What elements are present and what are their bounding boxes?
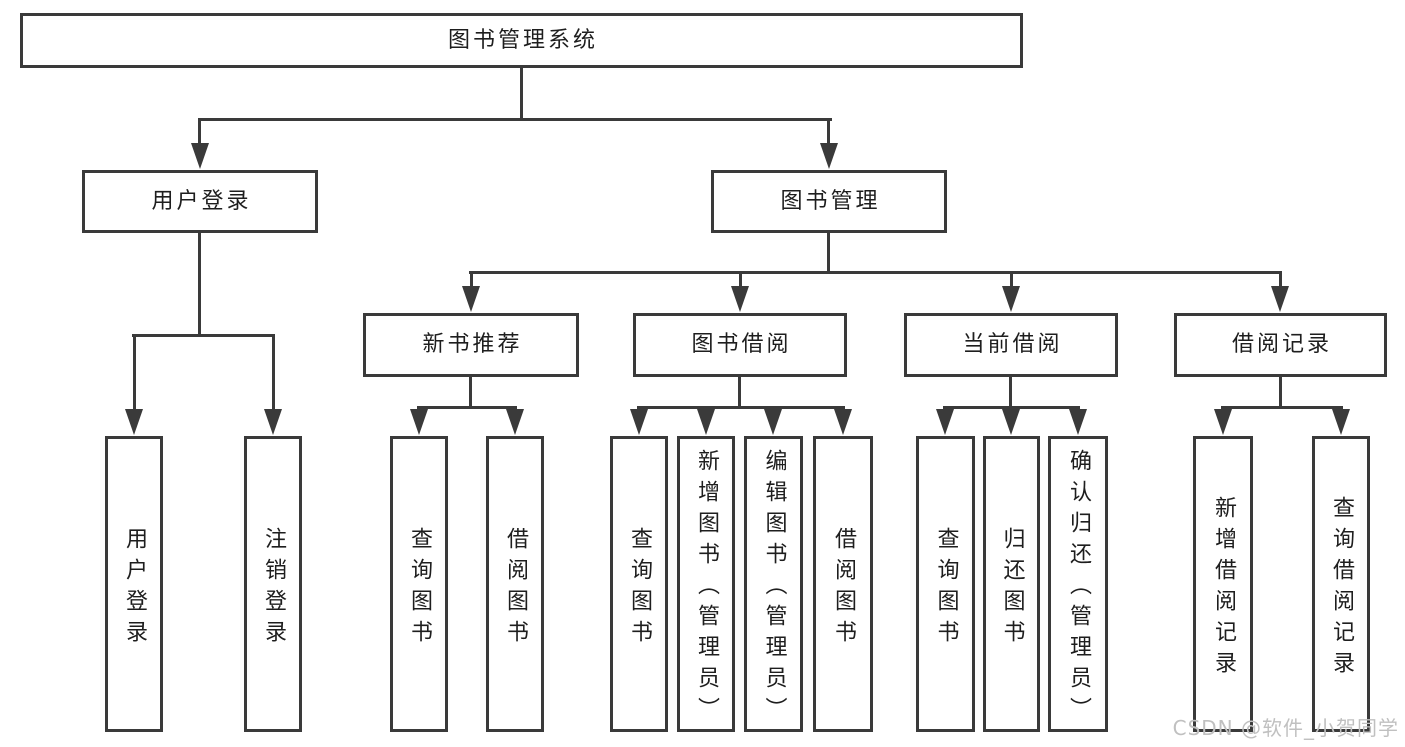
node-borrow-records: 借阅记录 (1174, 313, 1387, 377)
line (739, 271, 742, 289)
arrowhead (125, 409, 143, 435)
line (637, 406, 845, 409)
leaf-nbr-query-books: 查询图书 (390, 436, 448, 732)
leaf-bb-edit-books-admin: 编辑图书（管理员） (744, 436, 803, 732)
line (198, 118, 832, 121)
leaf-br-query-record: 查询借阅记录 (1312, 436, 1370, 732)
line (132, 334, 275, 337)
arrowhead (1214, 409, 1232, 435)
line (1279, 377, 1282, 409)
node-user-login-branch: 用户登录 (82, 170, 318, 233)
line (1009, 377, 1012, 409)
line (417, 406, 517, 409)
leaf-cb-query-books: 查询图书 (916, 436, 975, 732)
leaf-cb-confirm-return-admin: 确认归还（管理员） (1048, 436, 1108, 732)
line (827, 233, 830, 274)
arrowhead (820, 143, 838, 169)
node-library-system: 图书管理系统 (20, 13, 1023, 68)
arrowhead (1332, 409, 1350, 435)
node-book-management: 图书管理 (711, 170, 947, 233)
leaf-user-login: 用户登录 (105, 436, 163, 732)
line (133, 334, 136, 412)
arrowhead (1069, 409, 1087, 435)
arrowhead (1002, 409, 1020, 435)
line (1010, 271, 1013, 289)
line (827, 118, 830, 148)
leaf-bb-borrow-books: 借阅图书 (813, 436, 873, 732)
arrowhead (1271, 286, 1289, 312)
leaf-logout: 注销登录 (244, 436, 302, 732)
line (272, 334, 275, 412)
arrowhead (764, 409, 782, 435)
line (469, 377, 472, 409)
arrowhead (630, 409, 648, 435)
arrowhead (191, 143, 209, 169)
arrowhead (834, 409, 852, 435)
line (520, 66, 523, 121)
arrowhead (1002, 286, 1020, 312)
arrowhead (731, 286, 749, 312)
leaf-br-add-record: 新增借阅记录 (1193, 436, 1253, 732)
node-new-book-recommend: 新书推荐 (363, 313, 579, 377)
leaf-cb-return-books: 归还图书 (983, 436, 1040, 732)
line (198, 233, 201, 337)
arrowhead (410, 409, 428, 435)
line (198, 118, 201, 148)
leaf-nbr-borrow-books: 借阅图书 (486, 436, 544, 732)
leaf-bb-add-books-admin: 新增图书（管理员） (677, 436, 735, 732)
arrowhead (264, 409, 282, 435)
line (469, 271, 1282, 274)
line (1279, 271, 1282, 289)
csdn-watermark: CSDN @软件_小贺同学 (1172, 716, 1399, 740)
leaf-bb-query-books: 查询图书 (610, 436, 668, 732)
node-current-borrowing: 当前借阅 (904, 313, 1118, 377)
arrowhead (936, 409, 954, 435)
arrowhead (697, 409, 715, 435)
arrowhead (506, 409, 524, 435)
line (1221, 406, 1343, 409)
line (470, 271, 473, 289)
line (738, 377, 741, 409)
node-book-borrowing: 图书借阅 (633, 313, 847, 377)
arrowhead (462, 286, 480, 312)
